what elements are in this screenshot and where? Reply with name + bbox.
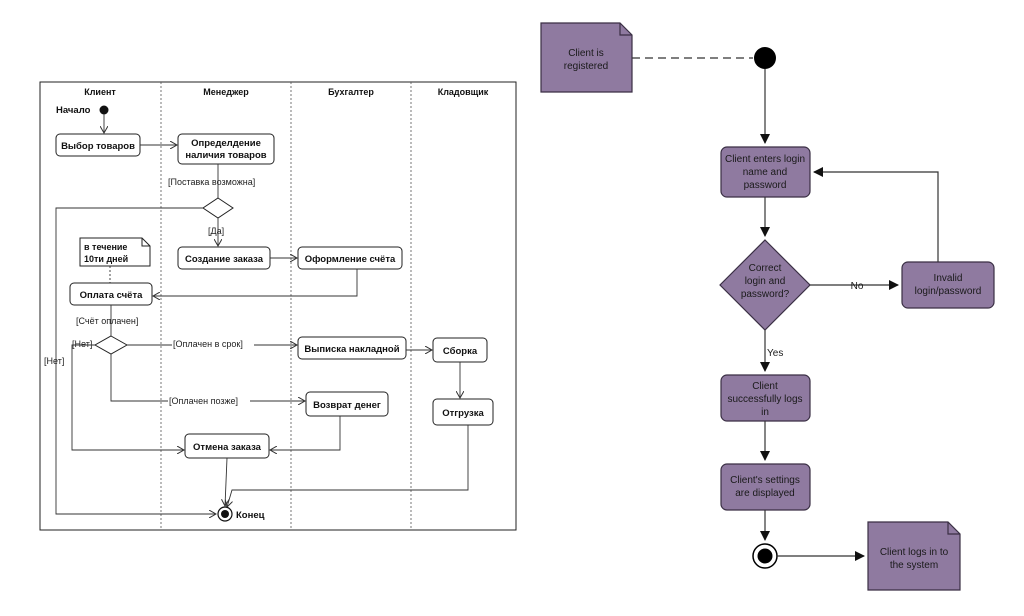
label-no: No [851, 281, 864, 292]
flow-edge-no [55, 207, 216, 514]
flow-edge [227, 425, 469, 507]
activity-success-line-1: Client [752, 381, 778, 392]
note-ten-days [79, 237, 151, 267]
guard-paid-late: [Оплачен позже] [169, 396, 238, 406]
guard-bg [168, 395, 250, 407]
lane-header-manager: Менеджер [203, 87, 249, 97]
guard-yes: [Да] [208, 226, 224, 236]
end-label: Конец [236, 510, 265, 521]
note-client-registered-line-2: registered [564, 61, 608, 72]
guard-bg [172, 338, 254, 350]
note-client-registered-line-1: Client is [568, 48, 604, 59]
guard-paid-on-time: [Оплачен в срок] [173, 339, 243, 349]
activity-issue-waybill-label: Выписка накладной [304, 344, 399, 355]
note-text-2: 10ти дней [84, 254, 128, 264]
activity-make-invoice [297, 246, 403, 270]
flow-edge [153, 269, 358, 296]
start-node [754, 47, 776, 69]
activity-shipment-label: Отгрузка [442, 408, 484, 419]
note-client-registered [540, 22, 633, 93]
left-activity-diagram: Клиент Менеджер Бухгалтер Кладовщик Нача… [39, 81, 517, 531]
start-node [99, 105, 109, 115]
decision-line-3: password? [741, 289, 790, 300]
decision-line-1: Correct [749, 263, 782, 274]
flow-edge-retry [813, 167, 939, 262]
note-client-logs-in-line-1: Client logs in to [880, 547, 949, 558]
activity-make-invoice-label: Оформление счёта [305, 254, 396, 265]
left-diagram-frame [39, 81, 517, 531]
activity-cancel-order-label: Отмена заказа [193, 442, 262, 453]
note-fold [619, 23, 632, 36]
note-fold [947, 522, 960, 535]
activity-enter-login-line-1: Client enters login [725, 154, 805, 165]
label-yes: Yes [767, 348, 783, 359]
guard-no-left: [Нет] [44, 356, 64, 366]
activity-success-line-2: successfully logs [727, 394, 802, 405]
activity-shipment [432, 398, 494, 426]
activity-pay-invoice-label: Оплата счёта [80, 290, 144, 301]
activity-assembly-label: Сборка [443, 346, 478, 357]
activity-success-line-3: in [761, 407, 769, 418]
right-activity-diagram: Client is registered Client enters login… [540, 22, 995, 591]
note-text-1: в течение [84, 242, 127, 252]
activity-invalid-line-1: Invalid [934, 273, 963, 284]
end-node-inner [757, 548, 773, 564]
end-node-inner [221, 510, 229, 518]
activity-choose-goods-label: Выбор товаров [61, 141, 135, 152]
activity-enter-login-line-3: password [744, 180, 787, 191]
lane-header-accountant: Бухгалтер [328, 87, 374, 97]
activity-check-availability [177, 133, 275, 165]
activity-settings-line-2: are displayed [735, 488, 794, 499]
guard-invoice-paid: [Счёт оплачен] [76, 316, 138, 326]
activity-check-availability-label-2: наличия товаров [185, 150, 266, 161]
activity-invalid-line-2: login/password [915, 286, 982, 297]
lane-header-client: Клиент [84, 87, 116, 97]
decision-line-2: login and [745, 276, 786, 287]
activity-settings-line-1: Client's settings [730, 475, 800, 486]
note-client-logs-in-line-2: the system [890, 560, 938, 571]
activity-enter-login-line-2: name and [743, 167, 787, 178]
activity-create-order-label: Создание заказа [185, 254, 264, 265]
guard-delivery-possible: [Поставка возможна] [168, 177, 255, 187]
activity-refund-label: Возврат денег [313, 400, 381, 411]
lane-header-storekeeper: Кладовщик [438, 87, 489, 97]
note-fold [141, 238, 150, 247]
activity-check-availability-label-1: Определдение [191, 138, 261, 149]
activity-refund [305, 391, 389, 417]
activity-settings-displayed [720, 463, 811, 511]
flow-edge-no [71, 344, 184, 450]
guard-no: [Нет] [72, 339, 92, 349]
activity-invalid-login [901, 261, 995, 309]
flow-edge [225, 457, 227, 506]
activity-issue-waybill [297, 336, 407, 360]
flow-edge [270, 416, 341, 450]
note-client-logs-in [867, 521, 961, 591]
start-label: Начало [56, 105, 91, 116]
